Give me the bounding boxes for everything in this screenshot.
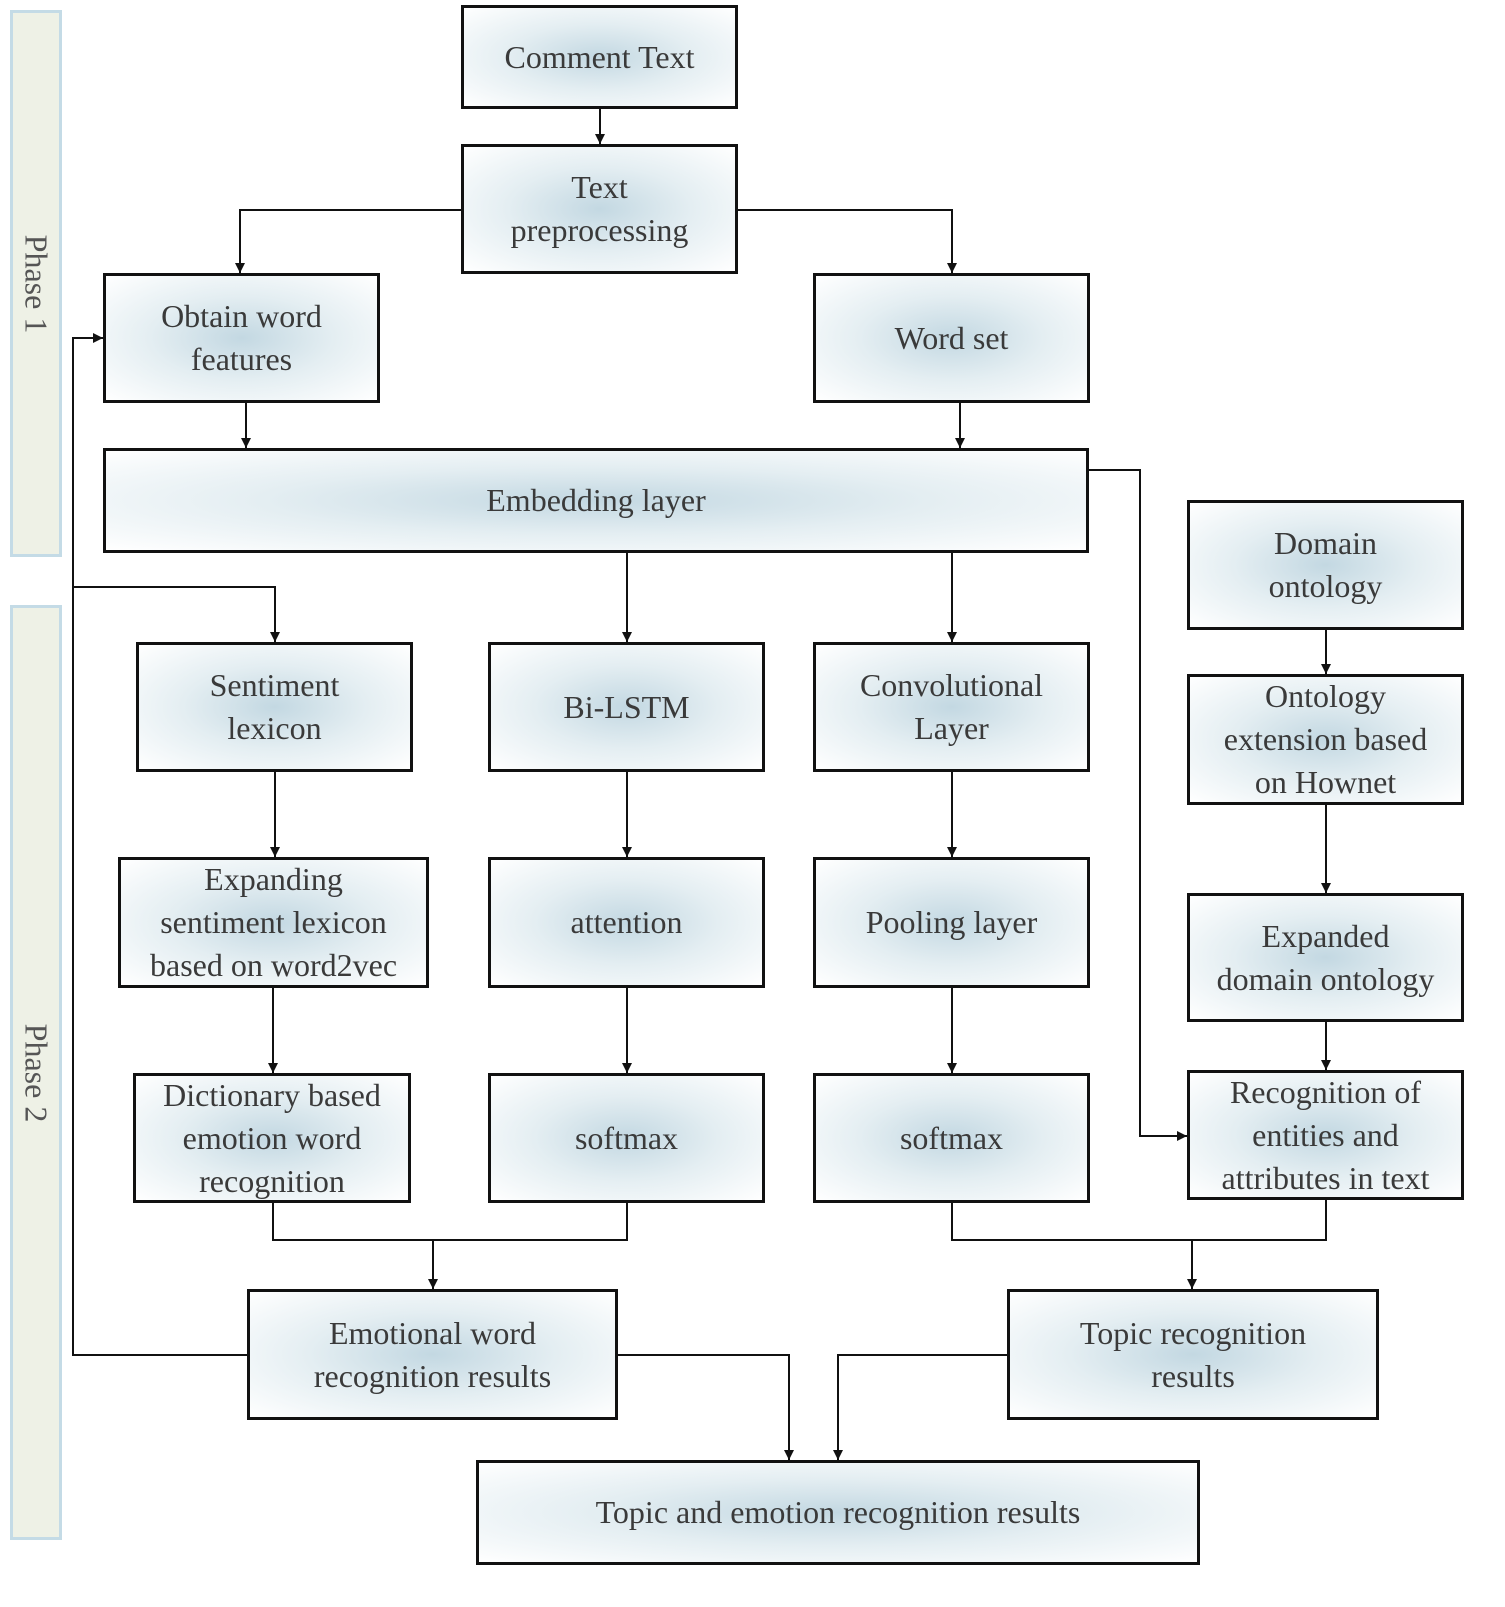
arrow-preprocessing-to-word-set xyxy=(738,209,957,273)
node-sentiment-lexicon: Sentiment lexicon xyxy=(136,642,413,772)
node-domain-ontology: Domain ontology xyxy=(1187,500,1464,630)
arrow-feedback-to-word-features xyxy=(72,333,247,1356)
phase-2-band: Phase 2 xyxy=(10,605,62,1540)
node-entity-attribute-recognition: Recognition of entities and attributes i… xyxy=(1187,1070,1464,1200)
arrow-embedding-to-entity-recognition xyxy=(1088,469,1187,1141)
node-dictionary-emotion-recognition: Dictionary based emotion word recognitio… xyxy=(133,1073,411,1203)
node-topic-recognition-results: Topic recognition results xyxy=(1007,1289,1379,1420)
arrow-emotional-to-final xyxy=(617,1354,794,1460)
node-bi-lstm: Bi-LSTM xyxy=(488,642,765,772)
node-softmax-left: softmax xyxy=(488,1073,765,1203)
node-topic-emotion-results: Topic and emotion recognition results xyxy=(476,1460,1200,1565)
node-expanded-domain-ontology: Expanded domain ontology xyxy=(1187,893,1464,1022)
node-attention: attention xyxy=(488,857,765,988)
node-text-preprocessing: Text preprocessing xyxy=(461,144,738,274)
node-convolutional-layer: Convolutional Layer xyxy=(813,642,1090,772)
node-expanding-sentiment-lexicon: Expanding sentiment lexicon based on wor… xyxy=(118,857,429,988)
node-word-set: Word set xyxy=(813,273,1090,403)
node-ontology-extension: Ontology extension based on Hownet xyxy=(1187,674,1464,805)
arrow-topic-to-final xyxy=(833,1354,1007,1460)
node-emotional-word-results: Emotional word recognition results xyxy=(247,1289,618,1420)
phase-1-band: Phase 1 xyxy=(10,10,62,557)
arrow-entity-recognition-merge xyxy=(1192,1200,1327,1241)
node-embedding-layer: Embedding layer xyxy=(103,448,1089,553)
arrow-preprocessing-to-word-features xyxy=(235,209,461,273)
node-pooling-layer: Pooling layer xyxy=(813,857,1090,988)
node-obtain-word-features: Obtain word features xyxy=(103,273,380,403)
arrow-softmax-right-to-topic-results xyxy=(951,1203,1197,1289)
arrow-dictionary-to-emotional-results xyxy=(272,1203,438,1289)
arrow-softmax-left-merge xyxy=(433,1203,628,1241)
node-comment-text: Comment Text xyxy=(461,5,738,109)
arrow-feedback-to-sentiment-lexicon xyxy=(73,586,280,642)
node-softmax-right: softmax xyxy=(813,1073,1090,1203)
